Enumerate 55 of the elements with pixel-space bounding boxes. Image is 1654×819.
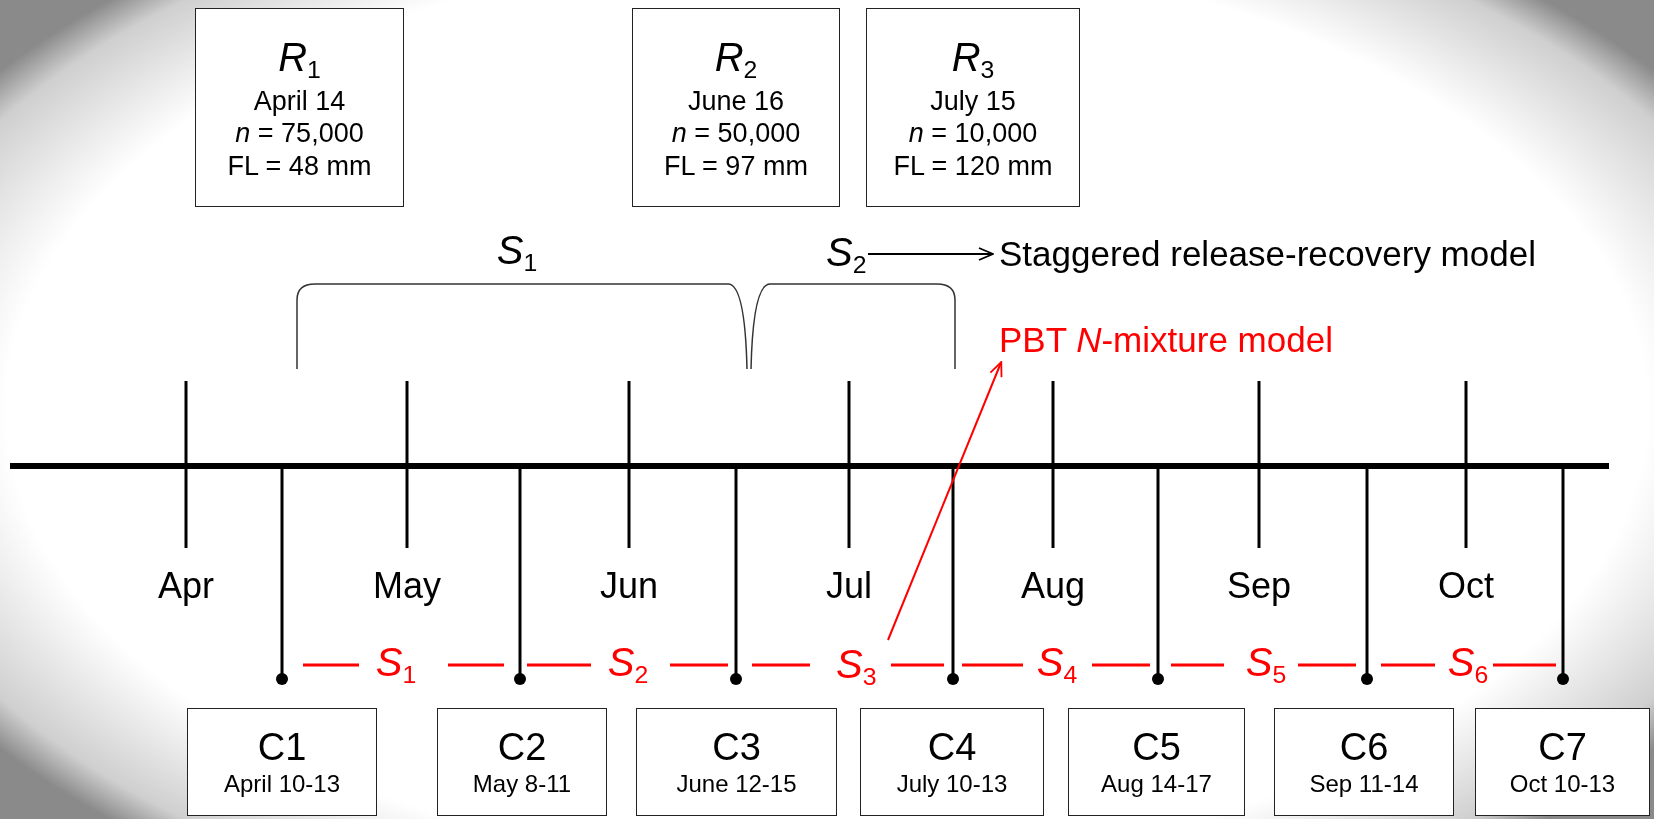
bracket-label: S$_{2}$ [820,228,868,280]
period-label: S$_{4}$ [1036,641,1078,689]
month-label: Jul [826,568,872,604]
model-label: PBT N-mixture model [993,316,1405,362]
release-detail: June 16 [687,85,785,118]
bracket-label: S$_{1}$ [496,229,538,277]
month-label: Oct [1438,568,1494,604]
release-detail: n = 75,000 [235,117,364,150]
collection-box [1274,708,1454,816]
month-label: Jun [600,568,658,604]
collection-box [636,708,837,816]
collection-title: C1 [257,724,307,770]
release-box [866,8,1080,207]
collection-date: July 10-13 [896,770,1008,800]
period-label: S$_{2}$ [607,641,649,689]
collection-box [187,708,377,816]
month-label: Sep [1226,568,1292,604]
period-label: S$_{3}$ [830,640,888,692]
release-detail: n = 10,000 [908,117,1038,150]
release-detail: July 15 [930,85,1016,118]
collection-box [437,708,607,816]
collection-box [1475,708,1650,816]
collection-box [1068,708,1245,816]
period-label: S$_{1}$ [375,641,417,689]
month-label: Apr [158,568,214,604]
release-detail: FL = 97 mm [664,149,808,183]
collection-title: C5 [1132,724,1181,770]
arrow [887,361,1003,641]
release-detail: FL = 120 mm [893,149,1053,183]
arrow [867,247,994,261]
month-label: May [373,568,441,604]
collection-date: May 8-11 [472,770,572,800]
collection-date: Oct 10-13 [1509,770,1616,800]
period-label: S$_{5}$ [1245,641,1287,689]
release-detail: FL = 48 mm [227,149,372,183]
model-label: Staggered release-recovery model [993,230,1653,278]
month-label: Aug [1020,568,1086,604]
collection-date: June 12-15 [676,770,797,800]
collection-title: C7 [1538,724,1587,770]
collection-title: C4 [927,724,977,770]
collection-date: April 10-13 [223,770,341,800]
collection-date: Sep 11-14 [1309,770,1419,800]
release-title: R$_{3}$ [951,33,995,85]
release-detail: n = 50,000 [671,117,801,150]
release-title: R$_{2}$ [714,33,758,85]
collection-title: C2 [497,724,547,770]
period-label: S$_{6}$ [1447,641,1489,689]
collection-date: Aug 14-17 [1101,770,1212,800]
release-box [632,8,840,207]
release-detail: April 14 [253,85,346,118]
release-title: R$_{1}$ [278,33,321,85]
release-box [195,8,404,207]
collection-box [860,708,1044,816]
collection-title: C3 [712,724,761,770]
collection-title: C6 [1339,724,1389,770]
